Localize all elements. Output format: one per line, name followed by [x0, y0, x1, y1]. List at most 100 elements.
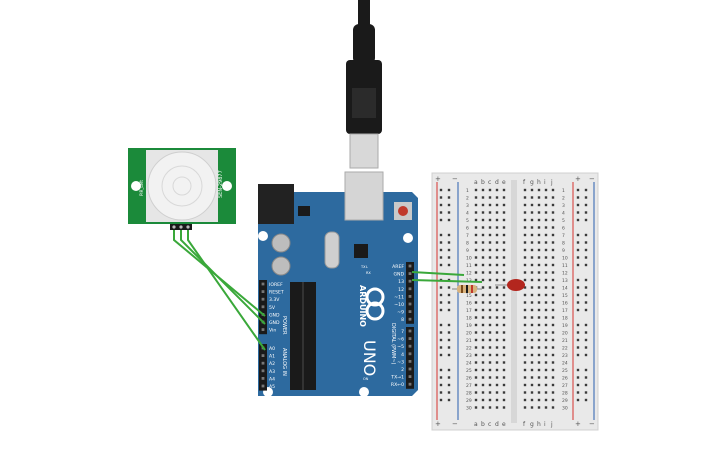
pin-socket[interactable] [408, 337, 412, 340]
breadboard-hole [502, 248, 506, 252]
led[interactable] [495, 279, 525, 291]
pin-socket[interactable] [261, 377, 265, 380]
breadboard-hole [523, 263, 527, 267]
breadboard-hole [488, 248, 492, 252]
pin-socket[interactable] [408, 287, 412, 291]
rail-hole [576, 256, 580, 259]
pin-socket[interactable] [408, 367, 412, 371]
wire-pir-vcc-to-5v[interactable] [173, 230, 266, 317]
breadboard-hole [544, 361, 548, 364]
breadboard-hole [495, 361, 499, 364]
breadboard-hole [551, 218, 555, 222]
pin-socket[interactable] [408, 310, 412, 313]
breadboard-hole [481, 196, 485, 199]
pin-socket[interactable] [408, 360, 412, 363]
column-letter-bottom: j [550, 421, 553, 428]
breadboard-hole [544, 286, 548, 289]
pin-socket[interactable] [261, 328, 265, 331]
resistor[interactable] [452, 285, 482, 293]
pin-socket[interactable] [408, 264, 412, 268]
rail-hole [447, 278, 451, 282]
column-letter-top: j [550, 179, 553, 186]
rail-hole [447, 323, 451, 327]
breadboard-hole [551, 211, 555, 214]
breadboard-hole [523, 256, 527, 259]
wire-pir-gnd-to-gnd[interactable] [180, 230, 266, 325]
pin-socket[interactable] [261, 354, 265, 357]
breadboard-hole [530, 353, 534, 357]
breadboard-hole [537, 316, 541, 319]
breadboard-hole [488, 211, 492, 214]
pin-socket[interactable] [408, 382, 412, 386]
breadboard-hole [530, 203, 534, 207]
rail-hole [576, 376, 580, 379]
rail-hole [576, 338, 580, 342]
pin-socket[interactable] [408, 344, 412, 348]
breadboard-hole [502, 278, 506, 282]
breadboard-hole [502, 398, 506, 402]
breadboard-hole [488, 293, 492, 297]
pin-socket[interactable] [408, 279, 412, 283]
wire-pir-out-to-a0[interactable] [187, 230, 266, 351]
pin-socket[interactable] [408, 375, 412, 378]
status-led-label: TX [360, 265, 366, 269]
pin-socket[interactable] [408, 329, 412, 333]
breadboard-hole [544, 323, 548, 327]
pin-socket[interactable] [261, 290, 265, 293]
breadboard-hole [474, 271, 478, 274]
breadboard-hole [537, 278, 541, 282]
row-number-right: 15 [562, 293, 568, 299]
wire-pin13-to-breadboard[interactable] [411, 279, 483, 283]
breadboard-hole [488, 226, 492, 229]
pin-socket[interactable] [261, 384, 265, 388]
breadboard-hole [551, 338, 555, 342]
breadboard-hole [551, 188, 555, 192]
rail-hole [439, 368, 443, 372]
pin-socket[interactable] [261, 297, 265, 301]
pin-socket[interactable] [408, 302, 412, 306]
row-number-right: 2 [562, 196, 565, 202]
rail-hole [439, 286, 443, 289]
pin-socket[interactable] [408, 295, 412, 298]
pin-socket[interactable] [408, 317, 412, 321]
breadboard-hole [523, 361, 527, 364]
pin-socket[interactable] [261, 282, 265, 286]
breadboard-hole [530, 301, 534, 304]
wire-gnd-to-breadboard[interactable] [411, 271, 465, 276]
row-number-right: 27 [562, 383, 568, 389]
usb-cord [358, 0, 370, 30]
row-number-right: 22 [562, 346, 568, 352]
pin-socket[interactable] [261, 361, 265, 365]
rail-hole [584, 368, 588, 372]
row-number-right: 14 [562, 286, 568, 292]
breadboard-hole [530, 308, 534, 312]
row-number-right: 6 [562, 226, 565, 232]
reset-button[interactable] [398, 206, 408, 216]
rail-hole [584, 338, 588, 342]
breadboard-hole [474, 293, 478, 297]
column-letter-bottom: c [488, 421, 491, 428]
breadboard-hole [523, 218, 527, 222]
rail-hole [584, 278, 588, 282]
pin-socket[interactable] [261, 369, 265, 373]
breadboard-hole [523, 241, 527, 244]
column-letter-bottom: f [523, 421, 526, 428]
breadboard-hole [488, 271, 492, 274]
rail-hole [447, 398, 451, 402]
breadboard-hole [495, 338, 499, 342]
breadboard-hole [523, 211, 527, 214]
breadboard-hole [551, 301, 555, 304]
breadboard-hole [537, 248, 541, 252]
breadboard-hole [495, 233, 499, 237]
breadboard-hole [481, 211, 485, 214]
breadboard-hole [488, 391, 492, 394]
pin-socket[interactable] [408, 352, 412, 356]
breadboard-hole [544, 368, 548, 372]
column-letter-bottom: i [544, 421, 546, 428]
pin-socket[interactable] [261, 305, 265, 309]
pin-socket[interactable] [408, 272, 412, 275]
breadboard-hole [544, 301, 548, 304]
breadboard-hole [474, 301, 478, 304]
row-number-right: 16 [562, 301, 568, 307]
